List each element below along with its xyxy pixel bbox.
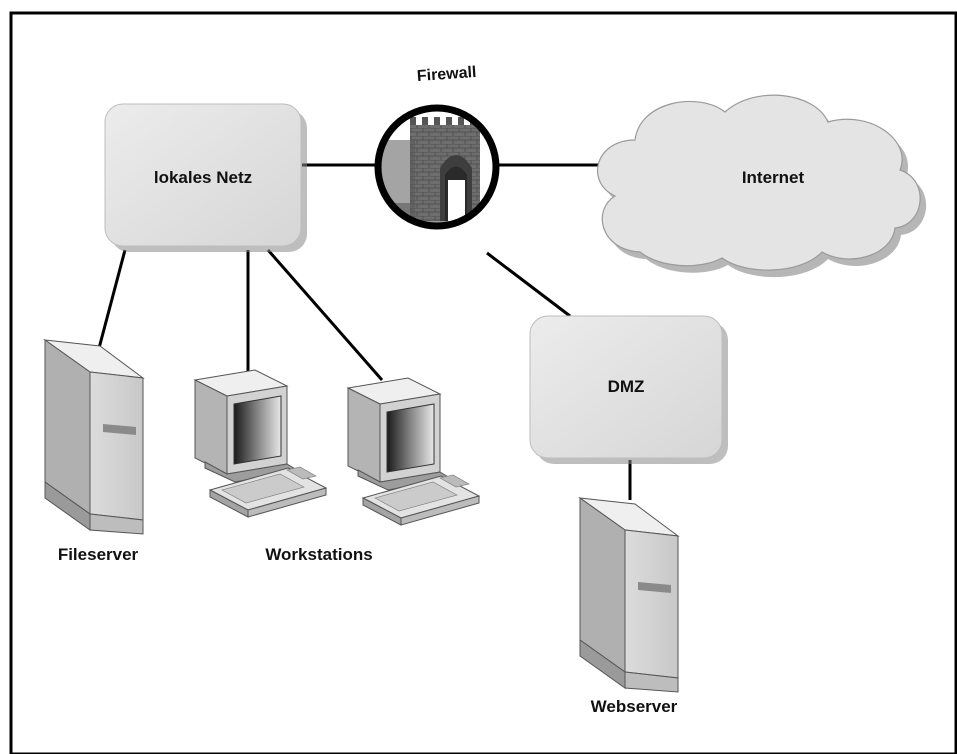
firewall-label: Firewall [416,64,477,85]
internet-node: Internet [597,94,927,278]
dmz-label: DMZ [608,377,645,396]
fileserver-icon [43,339,145,535]
local-network-label: lokales Netz [154,168,252,187]
link-firewall-dmz [486,251,571,318]
castle-gate-icon [379,109,495,225]
workstations-label: Workstations [265,545,372,564]
webserver-icon [578,497,680,693]
workstation-icon [346,377,481,526]
webserver-label: Webserver [591,697,678,716]
connections [96,163,632,500]
local-network-node: lokales Netz [104,103,307,252]
internet-label: Internet [742,168,805,187]
workstation-icon [193,369,328,518]
link-lan-fileserver [96,249,127,353]
dmz-node: DMZ [529,315,728,464]
link-lan-workstation-2 [266,249,384,381]
firewall-node: Firewall [374,64,500,230]
fileserver-label: Fileserver [58,545,139,564]
